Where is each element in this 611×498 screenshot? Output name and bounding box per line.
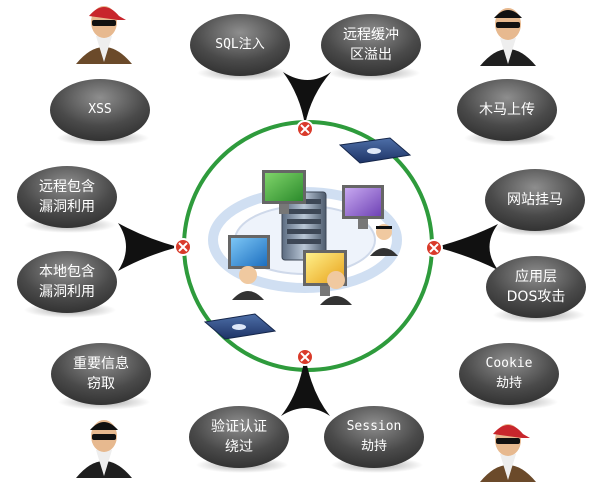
hacker-sunglasses-icon xyxy=(76,420,132,478)
threat-label-sql-injection: SQL注入 xyxy=(190,14,290,76)
arrow-left xyxy=(118,223,178,271)
threat-ellipse-remote-include xyxy=(17,166,117,228)
threat-label-cookie-hijack: Cookie 劫持 xyxy=(459,343,559,405)
threat-ellipse-sql-injection xyxy=(190,14,290,76)
threat-ellipse-app-dos xyxy=(486,256,586,318)
blocked-icon xyxy=(174,238,192,256)
threat-label-text: Session 劫持 xyxy=(346,419,402,454)
threat-label-remote-buffer-overflow: 远程缓冲 区溢出 xyxy=(321,14,421,76)
threat-label-text: 网站挂马 xyxy=(507,192,563,208)
threat-label-info-theft: 重要信息 窃取 xyxy=(51,343,151,405)
firewall-appliance-icon xyxy=(203,313,277,340)
threat-ellipse-auth-bypass xyxy=(189,406,289,468)
threat-ellipse-cookie-hijack xyxy=(459,343,559,405)
threat-label-text: 应用层 DOS攻击 xyxy=(506,269,566,305)
threat-ellipse-remote-buffer-overflow xyxy=(321,14,421,76)
threat-ellipse-website-hijack xyxy=(485,169,585,231)
threat-label-remote-include: 远程包含 漏洞利用 xyxy=(17,166,117,228)
blocked-icon xyxy=(425,239,443,257)
threat-ellipse-info-theft xyxy=(51,343,151,405)
threat-ellipse-session-hijack xyxy=(324,406,424,468)
blocked-icon xyxy=(296,120,314,138)
threat-label-text: 木马上传 xyxy=(479,102,535,118)
attackers xyxy=(76,6,536,482)
threat-label-text: 远程缓冲 区溢出 xyxy=(343,27,399,63)
threat-label-trojan-upload: 木马上传 xyxy=(457,79,557,141)
threat-label-local-include: 本地包含 漏洞利用 xyxy=(17,251,117,313)
threat-label-text: XSS xyxy=(88,102,112,117)
hacker-bandana-icon xyxy=(480,424,536,482)
arrow-bottom xyxy=(281,355,330,416)
threat-label-text: 远程包含 漏洞利用 xyxy=(39,179,95,215)
threat-label-text: 验证认证 绕过 xyxy=(211,419,267,455)
block-markers xyxy=(174,120,443,366)
threat-label-auth-bypass: 验证认证 绕过 xyxy=(189,406,289,468)
monitor-icon xyxy=(342,185,384,229)
user-icon xyxy=(370,224,398,256)
threat-label-session-hijack: Session 劫持 xyxy=(324,406,424,468)
attack-arrows xyxy=(118,72,498,416)
threat-label-text: 本地包含 漏洞利用 xyxy=(39,264,95,300)
threat-ellipse-xss xyxy=(50,79,150,141)
threat-ellipses xyxy=(17,14,586,473)
hacker-bandana-icon xyxy=(76,6,132,64)
user-icon xyxy=(232,266,264,300)
threat-label-text: SQL注入 xyxy=(215,37,265,52)
threat-ellipse-trojan-upload xyxy=(457,79,557,141)
user-icon xyxy=(320,271,352,305)
threat-label-app-dos: 应用层 DOS攻击 xyxy=(486,256,586,318)
threat-label-xss: XSS xyxy=(50,79,150,141)
hacker-sunglasses-icon xyxy=(480,8,536,66)
arrow-right xyxy=(436,224,498,270)
threat-ellipse-local-include xyxy=(17,251,117,313)
firewall-appliance-icon xyxy=(338,137,412,164)
blocked-icon xyxy=(296,348,314,366)
arrow-top xyxy=(283,72,331,125)
threat-label-text: Cookie 劫持 xyxy=(485,356,533,391)
monitor-icon xyxy=(262,170,306,214)
threat-label-text: 重要信息 窃取 xyxy=(73,356,129,392)
threat-label-website-hijack: 网站挂马 xyxy=(485,169,585,231)
